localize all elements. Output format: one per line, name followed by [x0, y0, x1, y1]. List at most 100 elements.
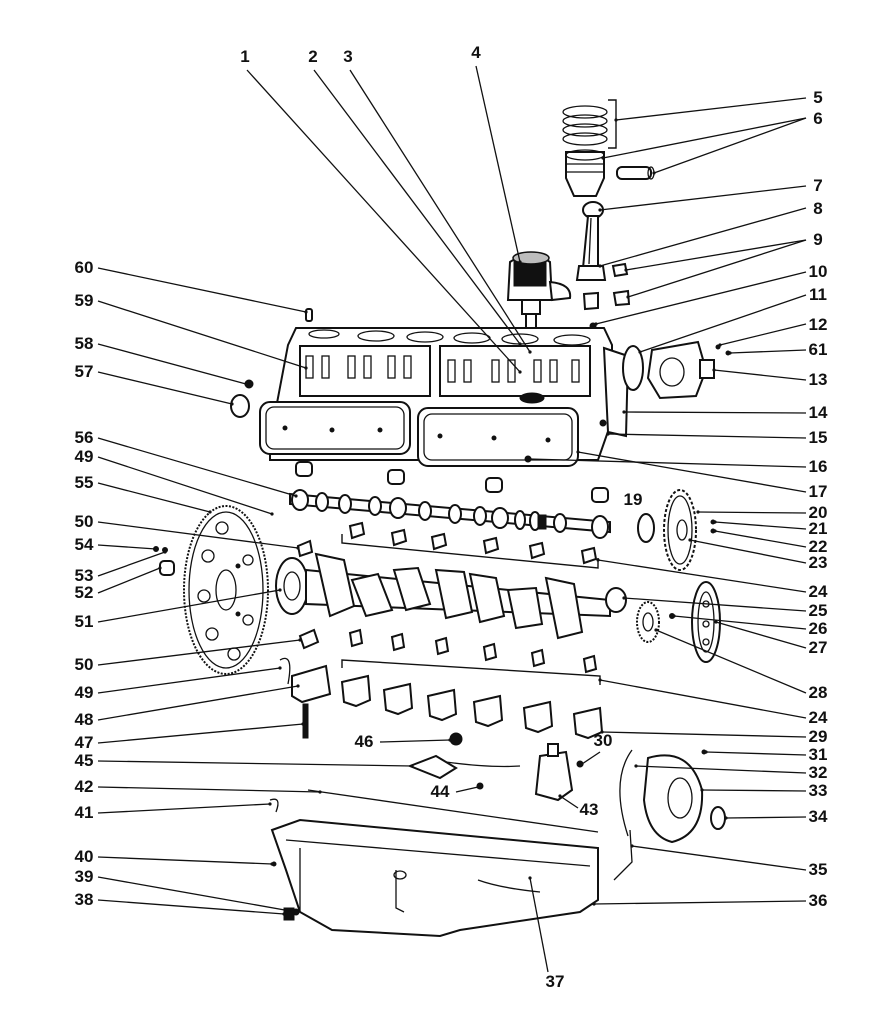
- callout-27: 27: [809, 638, 828, 657]
- callout-59: 59: [75, 291, 94, 310]
- leader-dot-21: [713, 520, 717, 524]
- leader-dot-22: [713, 529, 717, 533]
- leader-dot-23: [688, 538, 692, 542]
- leader-line-23: [689, 539, 807, 564]
- callout-61: 61: [809, 340, 828, 359]
- callout-19: 19: [624, 490, 643, 509]
- callout-35: 35: [809, 860, 828, 879]
- leader-line-1: [246, 69, 521, 373]
- leader-dot-45: [410, 764, 414, 768]
- leader-line-45: [97, 760, 413, 767]
- leader-line-9a: [625, 239, 807, 271]
- leader-dot-60: [304, 310, 308, 314]
- leader-dot-31: [704, 750, 708, 754]
- leader-line-3: [349, 69, 531, 353]
- callout-5: 5: [813, 88, 822, 107]
- callout-55: 55: [75, 473, 94, 492]
- leader-line-6b: [653, 117, 807, 174]
- leader-dot-35: [630, 844, 634, 848]
- leader-dot-49b: [278, 666, 282, 670]
- leader-line-60: [97, 267, 307, 313]
- leader-dot-26: [672, 614, 676, 618]
- leader-line-36: [593, 900, 807, 905]
- leader-dot-55: [208, 510, 212, 514]
- leader-dot-50b: [298, 638, 302, 642]
- leader-line-26: [673, 615, 807, 630]
- callout-30: 30: [594, 731, 613, 750]
- leader-dot-43: [558, 794, 562, 798]
- leader-dot-61: [728, 351, 732, 355]
- callout-25: 25: [809, 601, 828, 620]
- leader-line-47: [97, 723, 304, 744]
- leader-line-8: [599, 207, 807, 267]
- callout-31: 31: [809, 745, 828, 764]
- callout-37: 37: [546, 972, 565, 991]
- callout-49-lower: 49: [75, 683, 94, 702]
- callout-60: 60: [75, 258, 94, 277]
- leader-line-38: [97, 899, 285, 915]
- piston-assembly-bracket: [608, 99, 617, 149]
- callout-28: 28: [809, 683, 828, 702]
- callout-9: 9: [813, 230, 822, 249]
- callout-24-lower: 24: [809, 708, 828, 727]
- cam-bearings: [295, 461, 609, 503]
- piston-rings: [562, 105, 608, 146]
- leader-dot-3: [528, 350, 532, 354]
- callout-14: 14: [809, 403, 828, 422]
- leader-line-44: [455, 786, 479, 793]
- callout-41: 41: [75, 803, 94, 822]
- oil-pan: [270, 818, 599, 938]
- leader-line-42: [97, 786, 321, 793]
- leader-lines: [97, 65, 807, 973]
- callout-38: 38: [75, 890, 94, 909]
- leader-dot-41: [268, 802, 272, 806]
- crankshaft-gear: [636, 601, 675, 643]
- callout-34: 34: [809, 807, 828, 826]
- leader-line-33: [701, 789, 807, 792]
- leader-line-54: [97, 544, 157, 550]
- leader-line-32: [635, 765, 807, 774]
- callout-49-upper: 49: [75, 447, 94, 466]
- leader-line-51: [97, 589, 281, 623]
- callout-39: 39: [75, 867, 94, 886]
- leader-dot-32: [634, 764, 638, 768]
- callout-8: 8: [813, 199, 822, 218]
- water-pump: [646, 340, 731, 400]
- valve-side-covers: [259, 401, 579, 467]
- leader-dot-53: [163, 550, 167, 554]
- leader-line-12: [719, 323, 807, 346]
- leader-line-28: [655, 629, 807, 694]
- callout-33: 33: [809, 781, 828, 800]
- lower-main-bearings: [341, 628, 601, 685]
- leader-dot-58: [244, 382, 248, 386]
- leader-line-10: [595, 271, 807, 325]
- leader-line-14: [623, 411, 807, 414]
- leader-dot-42: [318, 790, 322, 794]
- leader-dot-4: [518, 260, 522, 264]
- callout-17: 17: [809, 482, 828, 501]
- piston: [565, 149, 605, 197]
- leader-dot-36: [592, 902, 596, 906]
- leader-dot-30: [580, 762, 584, 766]
- leader-dot-11: [638, 350, 642, 354]
- callout-11: 11: [809, 285, 827, 304]
- callout-57: 57: [75, 362, 94, 381]
- leader-line-52: [97, 567, 161, 594]
- callout-53: 53: [75, 566, 94, 585]
- leader-dot-24b: [598, 678, 602, 682]
- leader-dot-37: [528, 876, 532, 880]
- callout-54: 54: [75, 535, 94, 554]
- leader-line-53: [97, 551, 166, 577]
- leader-dot-39: [294, 910, 298, 914]
- leader-line-30: [581, 751, 601, 765]
- callout-46: 46: [355, 732, 374, 751]
- leader-dot-50a: [296, 546, 300, 550]
- main-bearing-caps: [340, 674, 604, 740]
- leader-line-61: [729, 349, 807, 354]
- leader-dot-20: [696, 510, 700, 514]
- leader-dot-48: [296, 684, 300, 688]
- camshaft-gear: [637, 489, 716, 571]
- leader-line-25: [623, 597, 807, 612]
- leader-line-20: [697, 511, 807, 514]
